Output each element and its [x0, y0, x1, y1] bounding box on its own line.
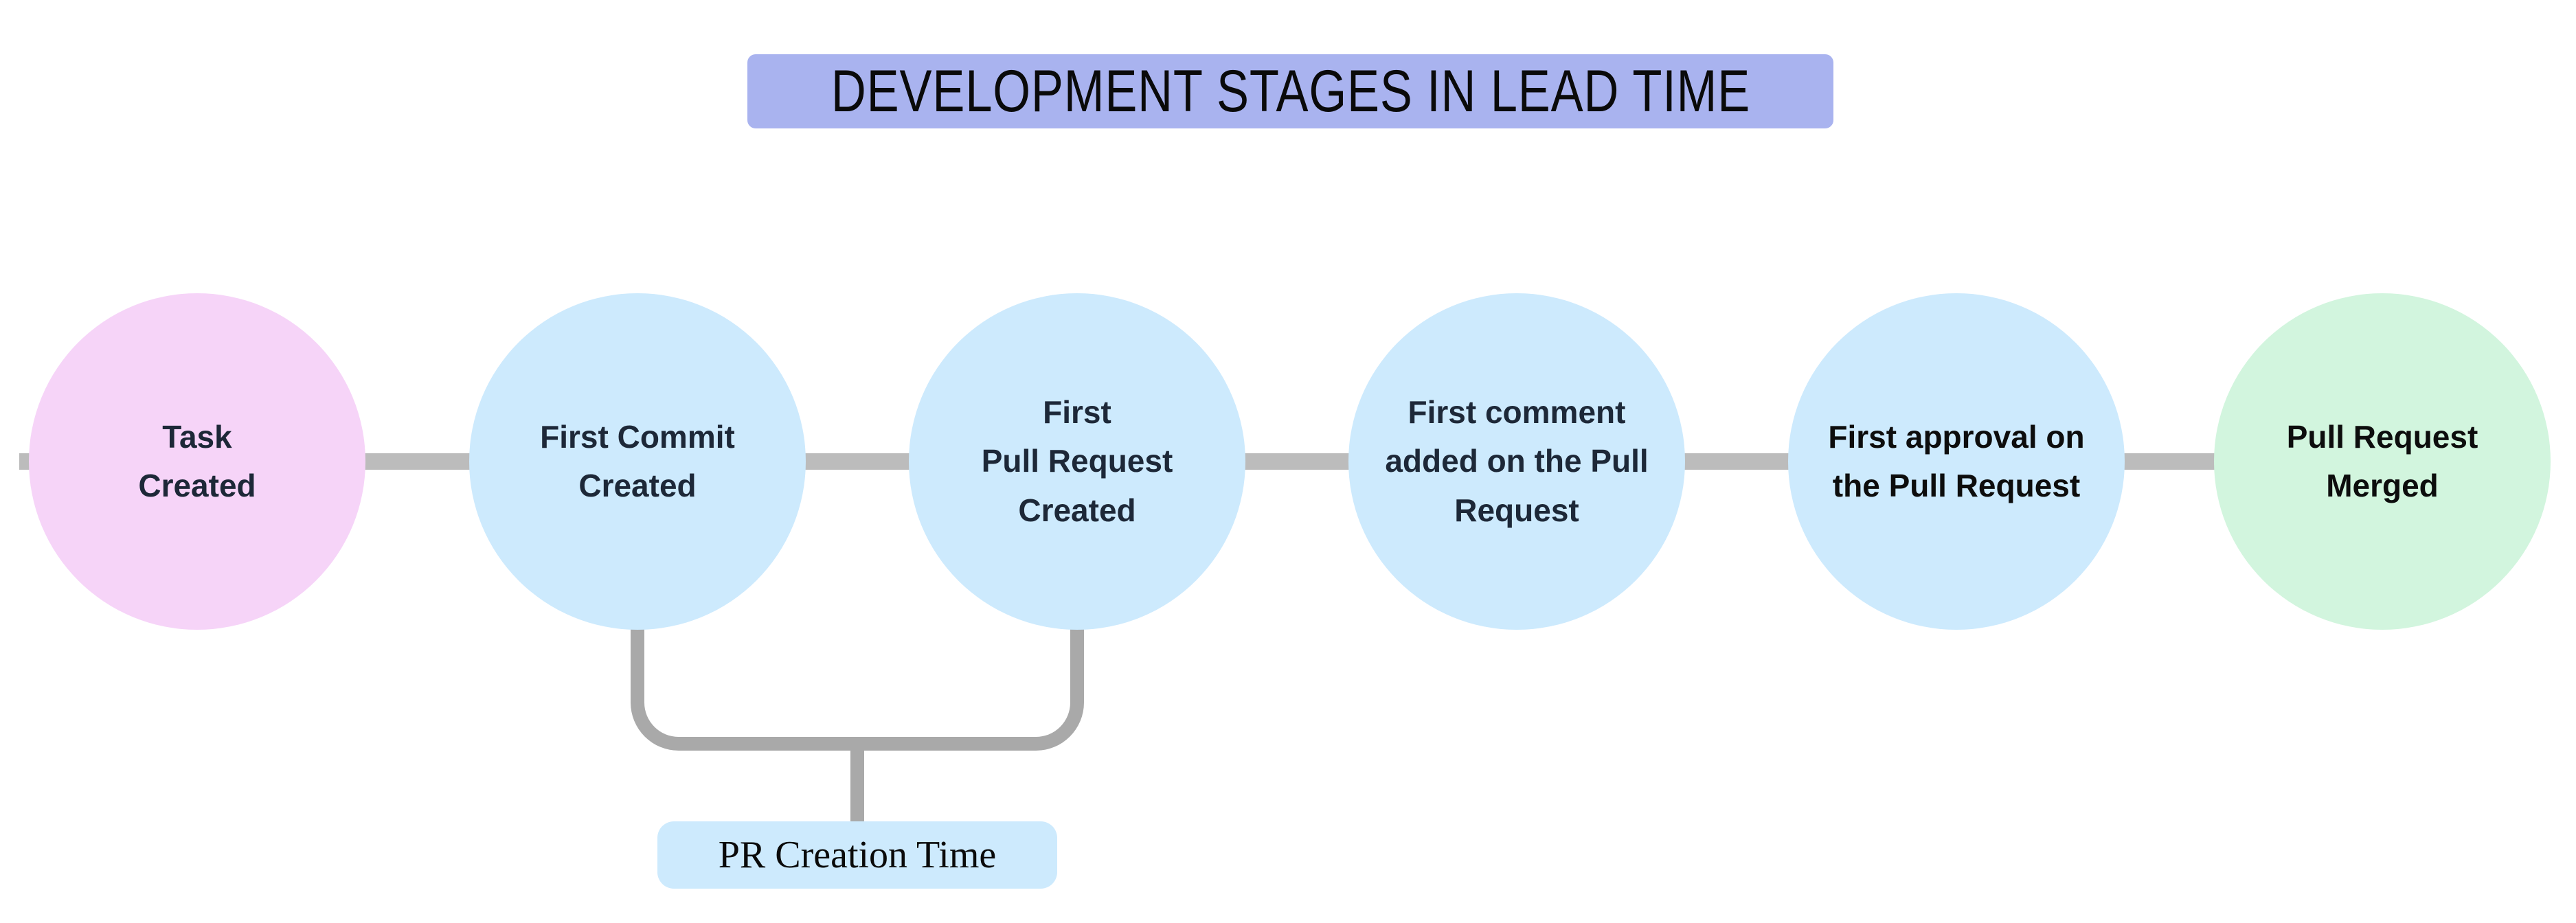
stage-label: Pull Request Merged: [2286, 418, 2478, 503]
stage-first-comment-added: First comment added on the Pull Request: [1348, 293, 1685, 630]
stage-first-approval: First approval on the Pull Request: [1788, 293, 2125, 630]
stage-label: First Commit Created: [540, 418, 735, 503]
pr-creation-bracket-stem: [850, 749, 864, 824]
pr-creation-time-text: PR Creation Time: [718, 834, 997, 876]
stage-label: First comment added on the Pull Request: [1385, 394, 1649, 528]
pr-creation-time-label: PR Creation Time: [657, 821, 1057, 889]
stage-task-created: Task Created: [29, 293, 365, 630]
stage-pull-request-merged: Pull Request Merged: [2214, 293, 2551, 630]
stage-first-commit-created: First Commit Created: [469, 293, 806, 630]
stage-label: First Pull Request Created: [981, 394, 1173, 528]
diagram-title: DEVELOPMENT STAGES IN LEAD TIME: [831, 58, 1750, 124]
stage-label: Task Created: [138, 418, 256, 503]
diagram-title-banner: DEVELOPMENT STAGES IN LEAD TIME: [747, 54, 1833, 128]
stage-label: First approval on the Pull Request: [1828, 418, 2085, 503]
stage-first-pull-request-created: First Pull Request Created: [909, 293, 1245, 630]
pr-creation-bracket: [631, 611, 1084, 751]
